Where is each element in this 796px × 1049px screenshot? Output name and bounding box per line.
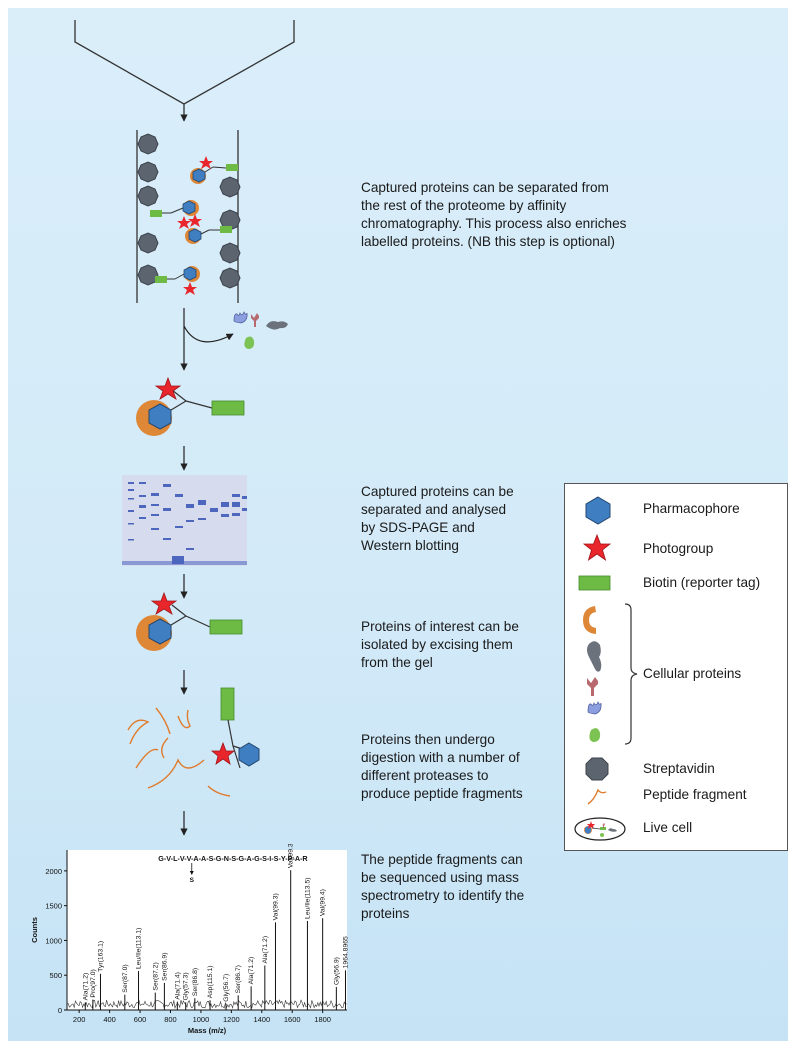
- peak-label: Val(99.3): [272, 893, 279, 920]
- peptide-fragment-icon: [587, 788, 607, 805]
- streptavidin-bead: [137, 185, 159, 207]
- peak-label: Tyr(163.1): [97, 941, 104, 972]
- peak-label: Asp(115.1): [207, 966, 214, 999]
- streptavidin-bead: [219, 176, 241, 198]
- captured-complex: [185, 214, 232, 244]
- cellular-proteins-icons: [583, 603, 638, 745]
- unbound-proteins: [233, 311, 288, 349]
- y-tick-label: 2000: [45, 867, 62, 876]
- figure-panel: Ala(71.2)Pro(97.0)Tyr(163.1)Ser(87.0)Leu…: [8, 8, 788, 1041]
- affinity-column: [136, 130, 241, 303]
- legend-label-streptavidin: Streptavidin: [643, 761, 715, 776]
- x-axis-label: Mass (m/z): [188, 1026, 227, 1035]
- legend-label-photogroup: Photogroup: [643, 541, 714, 556]
- peak-label: Ala(71.2): [262, 936, 269, 964]
- streptavidin-bead: [219, 267, 241, 289]
- peak-label: 1964.8965: [342, 936, 349, 968]
- peak-label: Val(99.4): [320, 889, 327, 916]
- sequence-mark: S: [190, 877, 195, 884]
- x-tick-label: 200: [73, 1015, 86, 1024]
- peak-label: Pro(97.0): [90, 969, 97, 997]
- peak-label: Leu/Ile(113.5): [304, 878, 311, 919]
- captured-complex: [150, 200, 199, 229]
- y-axis-label: Counts: [30, 917, 39, 943]
- step-sds-page-text: Captured proteins can be separated and a…: [361, 484, 514, 553]
- peak-label: Gly(56.7): [223, 974, 230, 1002]
- y-tick-label: 0: [58, 1006, 62, 1015]
- peak-label: Ala(71.2): [82, 973, 89, 1001]
- x-tick-label: 1400: [253, 1015, 270, 1024]
- digested-tag: [210, 687, 260, 769]
- peak-label: Gly(56.9): [333, 957, 340, 985]
- plot-area: [67, 850, 347, 1010]
- live-cell-icon: [574, 817, 626, 841]
- x-tick-label: 1600: [284, 1015, 301, 1024]
- x-tick-label: 1200: [223, 1015, 240, 1024]
- peak-label: Ala(71.2): [248, 957, 255, 985]
- baseline-noise: [66, 999, 347, 1009]
- labelled-protein-complex: [136, 376, 245, 436]
- biotin-icon: [578, 575, 611, 591]
- peptide-fragments: [127, 707, 231, 797]
- sds-page-gel: [122, 475, 247, 566]
- peak-label: Ser(86.8): [192, 968, 199, 996]
- peak-label: Gly(57.3): [183, 972, 190, 1000]
- excised-protein-complex: [136, 591, 243, 651]
- legend: Pharmacophore Photogroup Biotin (reporte…: [564, 483, 788, 851]
- step-digestion-text: Proteins then undergo digestion with a n…: [361, 732, 523, 801]
- x-tick-label: 1800: [314, 1015, 331, 1024]
- legend-label-pharmacophore: Pharmacophore: [643, 501, 740, 516]
- peak-label: Ser(86.7): [235, 965, 242, 993]
- legend-label-peptide-fragment: Peptide fragment: [643, 787, 747, 802]
- y-tick-label: 500: [49, 971, 62, 980]
- peak-label: Leu/Ile(113.1): [136, 928, 143, 969]
- x-tick-label: 1000: [193, 1015, 210, 1024]
- streptavidin-bead: [219, 242, 241, 264]
- x-tick-label: 600: [134, 1015, 147, 1024]
- streptavidin-bead: [137, 133, 159, 155]
- peak-label: Ser(86.9): [161, 953, 168, 981]
- x-tick-label: 800: [164, 1015, 177, 1024]
- captured-complex: [155, 266, 200, 295]
- pharmacophore-icon: [585, 496, 611, 525]
- flow-through-arrow: [183, 325, 234, 343]
- step-mass-spec-text: The peptide fragments can be sequenced u…: [361, 852, 525, 921]
- mass-spectrum: Ala(71.2)Pro(97.0)Tyr(163.1)Ser(87.0)Leu…: [30, 844, 349, 1035]
- sequence-arrowhead: [189, 871, 194, 875]
- y-tick-label: 1500: [45, 902, 62, 911]
- streptavidin-icon: [585, 757, 609, 781]
- photogroup-icon: [582, 533, 612, 561]
- step-affinity-text: Captured proteins can be separated from …: [361, 180, 627, 249]
- funnel: [74, 20, 295, 105]
- y-tick-label: 1000: [45, 936, 62, 945]
- streptavidin-bead: [137, 232, 159, 254]
- peak-label: Ala(71.4): [174, 972, 181, 1000]
- x-tick-label: 400: [103, 1015, 116, 1024]
- streptavidin-bead: [137, 161, 159, 183]
- legend-label-biotin: Biotin (reporter tag): [643, 575, 761, 590]
- streptavidin-bead: [219, 209, 241, 231]
- workflow-diagram: [74, 20, 295, 836]
- peak-label: Ser(87.0): [122, 964, 129, 992]
- legend-label-cellular-proteins: Cellular proteins: [643, 666, 742, 681]
- captured-complex: [190, 156, 238, 184]
- peptide-sequence: G-V-L-V-V-A-A-S-G-N-S-G-A-G-S-I-S-Y-P-A-…: [158, 854, 308, 863]
- peak-label: Val(99.3): [288, 844, 295, 868]
- step-excision-text: Proteins of interest can be isolated by …: [361, 619, 519, 670]
- peak-label: Ser(87.2): [152, 962, 159, 990]
- legend-label-live-cell: Live cell: [643, 820, 693, 835]
